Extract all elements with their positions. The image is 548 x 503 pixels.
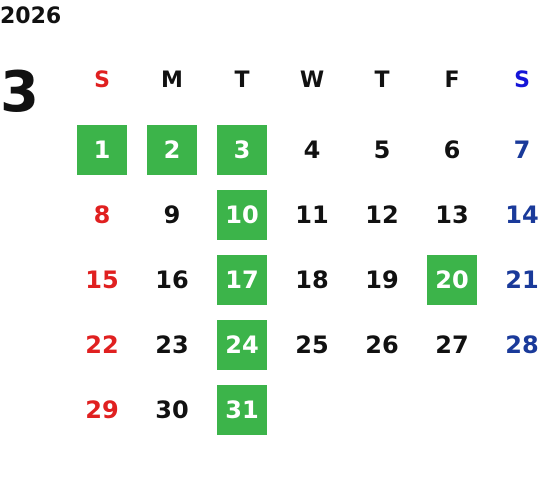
day-cell-15[interactable]: 15 <box>85 266 119 294</box>
weekday-header-fri: F <box>444 68 460 93</box>
day-cell-6[interactable]: 6 <box>443 136 461 164</box>
day-cell-17[interactable]: 17 <box>217 255 267 305</box>
day-cell-13[interactable]: 13 <box>435 201 469 229</box>
day-cell-27[interactable]: 27 <box>435 331 469 359</box>
month-number: 3 <box>0 60 39 125</box>
day-cell-10[interactable]: 10 <box>217 190 267 240</box>
day-cell-12[interactable]: 12 <box>365 201 399 229</box>
day-cell-5[interactable]: 5 <box>373 136 391 164</box>
day-cell-31[interactable]: 31 <box>217 385 267 435</box>
weekday-header-wed: W <box>299 68 325 93</box>
weekday-header-sun: S <box>94 68 110 93</box>
year-label: 2026 <box>0 4 62 29</box>
weekday-header-mon: M <box>161 68 183 93</box>
day-cell-7[interactable]: 7 <box>513 136 531 164</box>
day-cell-2[interactable]: 2 <box>147 125 197 175</box>
day-cell-24[interactable]: 24 <box>217 320 267 370</box>
day-cell-22[interactable]: 22 <box>85 331 119 359</box>
day-cell-25[interactable]: 25 <box>295 331 329 359</box>
day-cell-16[interactable]: 16 <box>155 266 189 294</box>
day-cell-11[interactable]: 11 <box>295 201 329 229</box>
day-cell-9[interactable]: 9 <box>163 201 181 229</box>
day-cell-4[interactable]: 4 <box>303 136 321 164</box>
day-cell-21[interactable]: 21 <box>505 266 539 294</box>
day-cell-23[interactable]: 23 <box>155 331 189 359</box>
weekday-header-tue: T <box>234 68 250 93</box>
day-cell-1[interactable]: 1 <box>77 125 127 175</box>
day-cell-26[interactable]: 26 <box>365 331 399 359</box>
day-cell-3[interactable]: 3 <box>217 125 267 175</box>
day-cell-18[interactable]: 18 <box>295 266 329 294</box>
day-cell-29[interactable]: 29 <box>85 396 119 424</box>
day-cell-19[interactable]: 19 <box>365 266 399 294</box>
day-cell-28[interactable]: 28 <box>505 331 539 359</box>
day-cell-30[interactable]: 30 <box>155 396 189 424</box>
day-cell-20[interactable]: 20 <box>427 255 477 305</box>
weekday-header-thu: T <box>374 68 390 93</box>
day-cell-8[interactable]: 8 <box>93 201 111 229</box>
weekday-header-sat: S <box>514 68 530 93</box>
day-cell-14[interactable]: 14 <box>505 201 539 229</box>
